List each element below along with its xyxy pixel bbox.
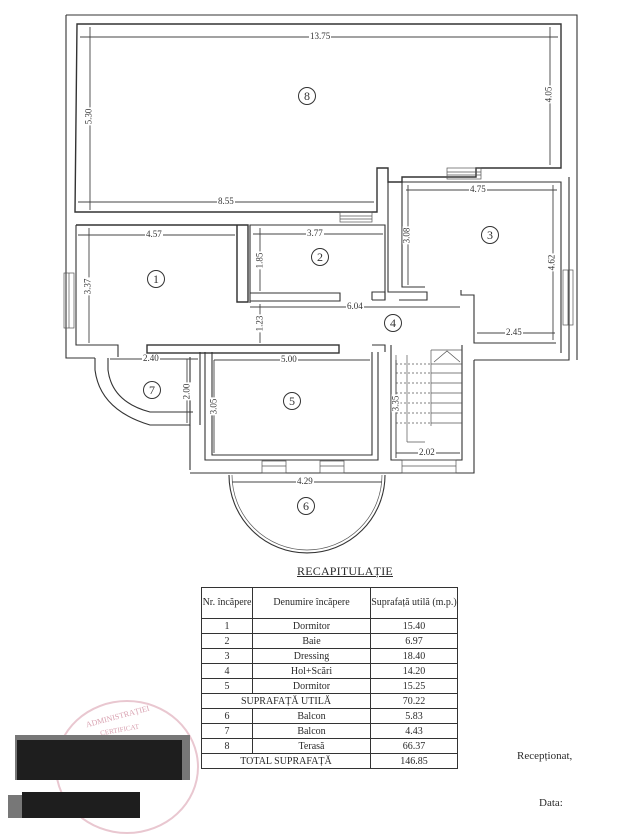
room-number-5: 5 <box>283 392 301 410</box>
cell-area: 66.37 <box>370 738 458 754</box>
redaction-block <box>17 740 182 780</box>
dim-terrace-height-right: 4.05 <box>543 85 554 104</box>
cell-nr: 6 <box>201 708 253 724</box>
cell-nr: 5 <box>201 678 253 694</box>
cell-name: Hol+Scări <box>252 663 371 679</box>
cell-nr: 4 <box>201 663 253 679</box>
room-number-8: 8 <box>298 87 316 105</box>
dim-room2-width: 3.77 <box>306 228 324 238</box>
cell-nr: 8 <box>201 738 253 754</box>
recap-table: Nr. încăpere Denumire încăpere Suprafață… <box>201 587 458 769</box>
cell-area: 18.40 <box>370 648 458 664</box>
dim-stairs-width: 2.02 <box>418 447 436 457</box>
dim-terrace-height-left: 5.30 <box>83 107 94 126</box>
dim-room3-bottom: 2.45 <box>505 327 523 337</box>
room-number-6: 6 <box>297 497 315 515</box>
dim-hall-width: 6.04 <box>346 301 364 311</box>
total-area: 146.85 <box>370 753 458 769</box>
cell-area: 5.83 <box>370 708 458 724</box>
received-label: Recepționat, <box>517 750 573 762</box>
dim-room7-height: 2.00 <box>181 382 192 401</box>
total-label: TOTAL SUPRAFAȚĂ <box>201 753 371 769</box>
dim-terrace-bottom: 8.55 <box>217 196 235 206</box>
room-number-7: 7 <box>143 381 161 399</box>
header-area: Suprafață utilă (m.p.) <box>370 587 458 619</box>
cell-name: Dressing <box>252 648 371 664</box>
recap-title: RECAPITULAȚIE <box>297 564 393 578</box>
cell-area: 4.43 <box>370 723 458 739</box>
room-number-2: 2 <box>311 248 329 266</box>
cell-nr: 3 <box>201 648 253 664</box>
cell-name: Dormitor <box>252 618 371 634</box>
dim-room1-width: 4.57 <box>145 229 163 239</box>
dim-room2-height: 1.85 <box>254 251 265 270</box>
header-name: Denumire încăpere <box>252 587 371 619</box>
subtotal-area: 70.22 <box>370 693 458 709</box>
dim-room7-width: 2.40 <box>142 353 160 363</box>
cell-name: Balcon <box>252 723 371 739</box>
dim-room5-height: 3.05 <box>208 397 219 416</box>
dim-room3-left-height: 3.08 <box>401 226 412 245</box>
room-number-4: 4 <box>384 314 402 332</box>
cell-area: 6.97 <box>370 633 458 649</box>
cell-name: Balcon <box>252 708 371 724</box>
cell-name: Terasă <box>252 738 371 754</box>
room-number-1: 1 <box>147 270 165 288</box>
dim-hall-height: 1.23 <box>254 314 265 333</box>
dim-room5-width: 5.00 <box>280 354 298 364</box>
cell-area: 14.20 <box>370 663 458 679</box>
redaction-block <box>22 792 140 818</box>
header-nr: Nr. încăpere <box>201 587 253 619</box>
table-header-row: Nr. încăpere Denumire încăpere Suprafață… <box>201 587 458 619</box>
dim-room1-height: 3.37 <box>82 277 93 296</box>
cell-nr: 1 <box>201 618 253 634</box>
dim-room3-width: 4.75 <box>469 184 487 194</box>
subtotal-label: SUPRAFAȚĂ UTILĂ <box>201 693 371 709</box>
room-number-3: 3 <box>481 226 499 244</box>
cell-area: 15.40 <box>370 618 458 634</box>
dim-terrace-width: 13.75 <box>309 31 332 41</box>
floor-plan-drawing <box>63 14 578 554</box>
dim-stairs-height: 3.35 <box>390 394 401 413</box>
cell-nr: 2 <box>201 633 253 649</box>
dim-room3-right-height: 4.62 <box>546 253 557 272</box>
dim-balcony6-width: 4.29 <box>296 476 314 486</box>
date-label: Data: <box>539 797 563 809</box>
cell-nr: 7 <box>201 723 253 739</box>
cell-name: Dormitor <box>252 678 371 694</box>
cell-area: 15.25 <box>370 678 458 694</box>
cell-name: Baie <box>252 633 371 649</box>
